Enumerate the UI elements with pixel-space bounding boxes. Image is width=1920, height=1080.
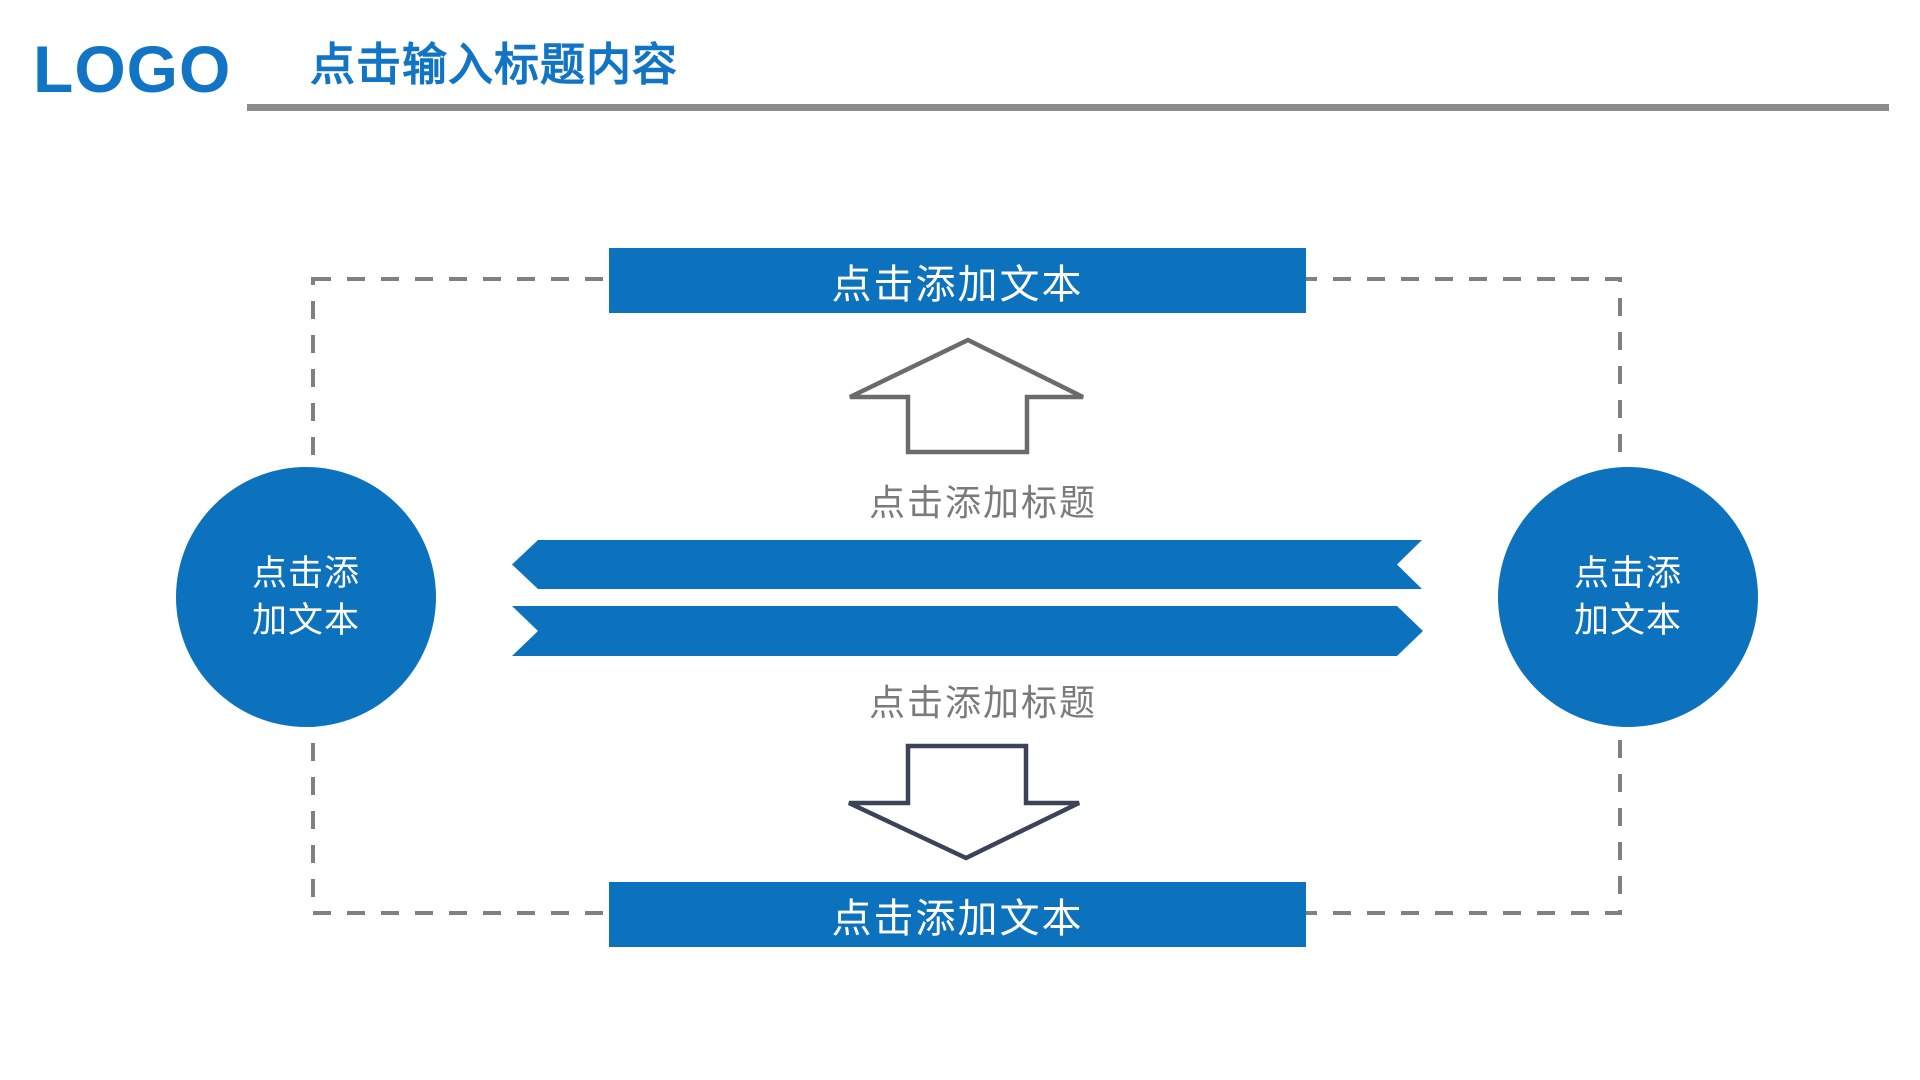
up-arrow-icon — [849, 337, 1084, 455]
down-arrow-icon — [848, 743, 1080, 861]
right-circle-line-2: 加文本 — [1573, 601, 1682, 640]
top-bar-label[interactable]: 点击添加文本 — [831, 262, 1084, 307]
left-circle-line-1: 点击添 — [251, 554, 360, 593]
right-circle[interactable] — [1498, 467, 1758, 727]
lower-caption[interactable]: 点击添加标题 — [868, 682, 1097, 723]
logo: LOGO — [33, 32, 232, 106]
page-title[interactable]: 点击输入标题内容 — [310, 39, 679, 90]
upper-caption[interactable]: 点击添加标题 — [868, 482, 1097, 523]
title-underline — [247, 104, 1889, 111]
left-circle-line-2: 加文本 — [251, 601, 360, 640]
top-text-bar[interactable] — [609, 248, 1306, 313]
bottom-bar-label[interactable]: 点击添加文本 — [831, 896, 1084, 941]
ribbon-left-arrow — [512, 540, 1422, 589]
bottom-text-bar[interactable] — [609, 882, 1306, 947]
left-circle[interactable] — [176, 467, 436, 727]
ribbon-right-arrow — [512, 606, 1423, 656]
right-circle-label[interactable]: 点击添 加文本 — [1498, 467, 1758, 727]
left-circle-label[interactable]: 点击添 加文本 — [176, 467, 436, 727]
right-circle-line-1: 点击添 — [1573, 554, 1682, 593]
